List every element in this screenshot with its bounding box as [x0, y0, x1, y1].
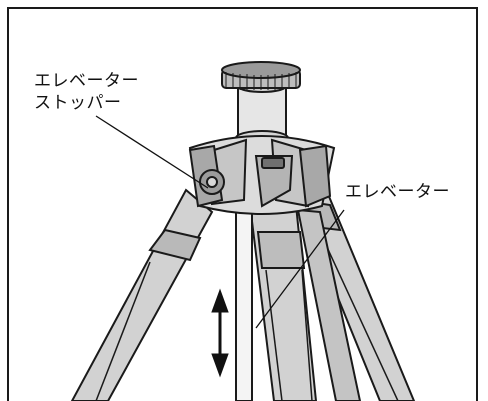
elevator-stopper-label-line1: エレベーター: [34, 71, 139, 91]
elevator-stopper-label-line2: ストッパー: [34, 93, 122, 113]
left-leg: [70, 188, 214, 401]
tripod-head: [188, 61, 336, 215]
elevator-leader-line: [255, 209, 345, 329]
elevator-stopper-label: エレベーター ストッパー: [34, 70, 139, 114]
center-column: [235, 211, 253, 401]
up-down-arrow-icon: [211, 288, 229, 378]
elevator-label: エレベーター: [345, 182, 450, 202]
stopper-leader-line: [95, 115, 209, 189]
diagram-frame: [7, 7, 478, 401]
tripod-legs: [70, 168, 416, 401]
